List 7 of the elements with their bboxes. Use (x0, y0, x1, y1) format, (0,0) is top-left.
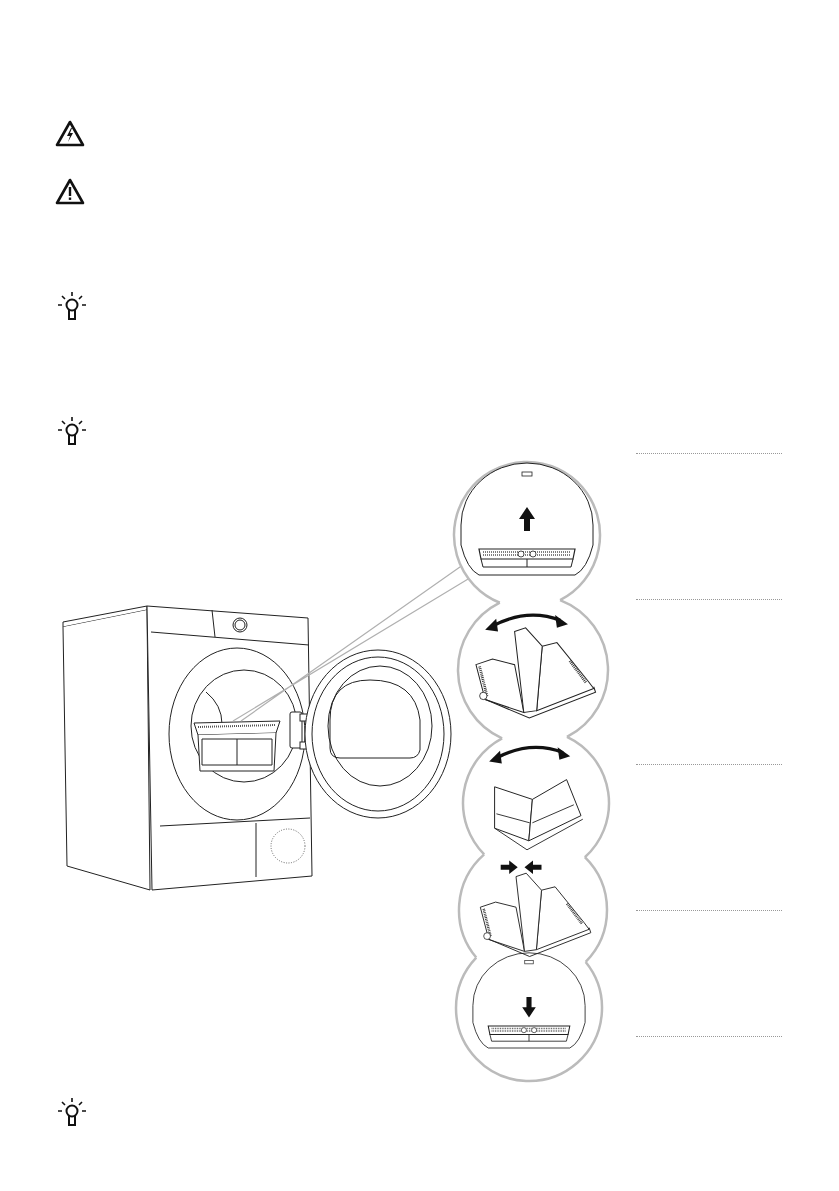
magnified-inset (461, 735, 611, 859)
magnified-inset (457, 853, 609, 964)
magnifier-line (232, 565, 470, 722)
magnified-inset (454, 952, 604, 1083)
filter-drawing (193, 720, 281, 772)
magnified-inset (452, 460, 602, 604)
magnified-inset (456, 598, 610, 740)
